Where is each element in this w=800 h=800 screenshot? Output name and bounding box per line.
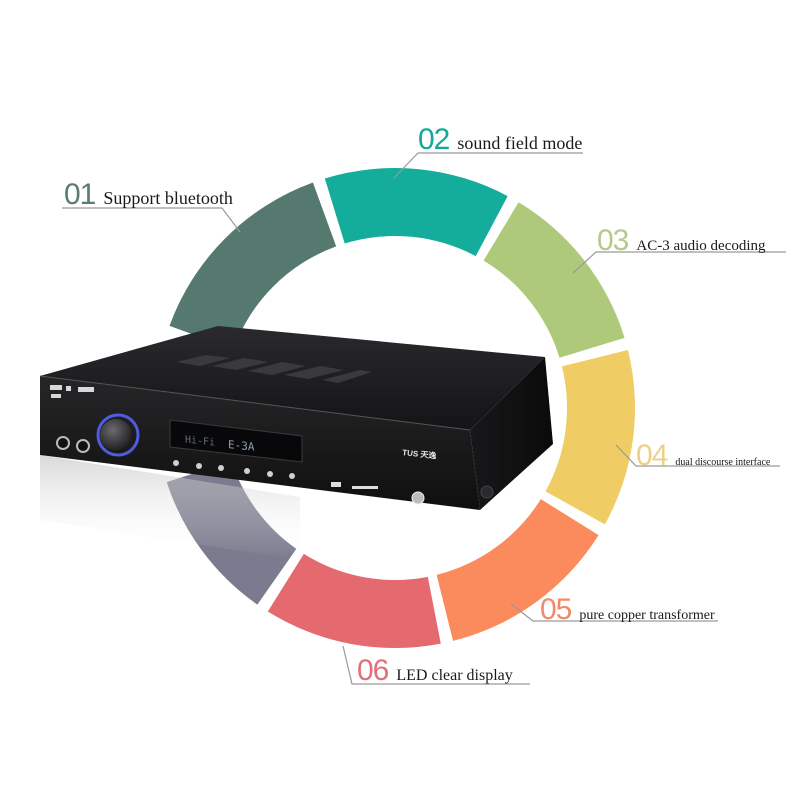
feature-text-01: Support bluetooth xyxy=(103,188,233,208)
feature-label-04: 04 dual discourse interface xyxy=(636,441,770,471)
feature-number-06: 06 xyxy=(357,654,389,687)
power-button xyxy=(411,491,425,505)
feature-number-03: 03 xyxy=(597,224,629,257)
vent-grille xyxy=(176,355,372,383)
ring-segment-02 xyxy=(324,168,508,257)
volume-knob xyxy=(100,419,132,451)
feature-label-05: 05 pure copper transformer xyxy=(540,595,715,625)
ring-segment-06 xyxy=(267,553,441,648)
knob-ring-light xyxy=(96,413,140,457)
mic-jack-2 xyxy=(76,439,90,453)
ring-segment-03 xyxy=(483,202,625,358)
feature-label-06: 06 LED clear display xyxy=(357,656,513,686)
feature-label-01: 01 Support bluetooth xyxy=(64,180,233,210)
feature-text-03: AC-3 audio decoding xyxy=(636,238,766,254)
feature-label-03: 03 AC-3 audio decoding xyxy=(597,226,766,256)
display-left-text: Hi-Fi xyxy=(185,434,215,448)
ring-segment-05 xyxy=(436,499,599,641)
leader-line-01 xyxy=(62,207,241,233)
feature-text-06: LED clear display xyxy=(396,667,513,684)
feature-text-05: pure copper transformer xyxy=(579,608,715,623)
display-right-text: E-3A xyxy=(228,438,255,454)
mic-jack-1 xyxy=(56,436,70,450)
feature-text-04: dual discourse interface xyxy=(675,457,771,468)
feature-number-04: 04 xyxy=(636,439,668,472)
leader-lines xyxy=(62,152,786,685)
side-jack xyxy=(480,485,494,499)
feature-label-02: 02 sound field mode xyxy=(418,125,582,155)
leader-line-03 xyxy=(572,251,786,274)
leader-line-02 xyxy=(393,152,583,179)
front-badges xyxy=(50,385,94,398)
sd-slot xyxy=(352,486,378,489)
feature-number-02: 02 xyxy=(418,123,450,156)
brand-logo: TUS 天逸 xyxy=(402,447,437,461)
usb-port xyxy=(331,482,341,487)
device-side-panel xyxy=(470,357,553,510)
ring-segment-01 xyxy=(169,182,337,350)
ring-segment-04 xyxy=(545,349,635,525)
device-reflection xyxy=(40,455,300,560)
leader-line-04 xyxy=(615,444,780,467)
feature-number-01: 01 xyxy=(64,178,96,211)
led-display xyxy=(169,419,303,463)
feature-text-02: sound field mode xyxy=(457,133,583,153)
device-top-panel xyxy=(40,326,545,430)
feature-number-05: 05 xyxy=(540,593,572,626)
front-buttons xyxy=(173,460,295,479)
leader-line-06 xyxy=(342,645,530,685)
leader-line-05 xyxy=(510,603,718,622)
amplifier-device: Hi-Fi E-3A TUS 天逸 xyxy=(39,326,553,560)
